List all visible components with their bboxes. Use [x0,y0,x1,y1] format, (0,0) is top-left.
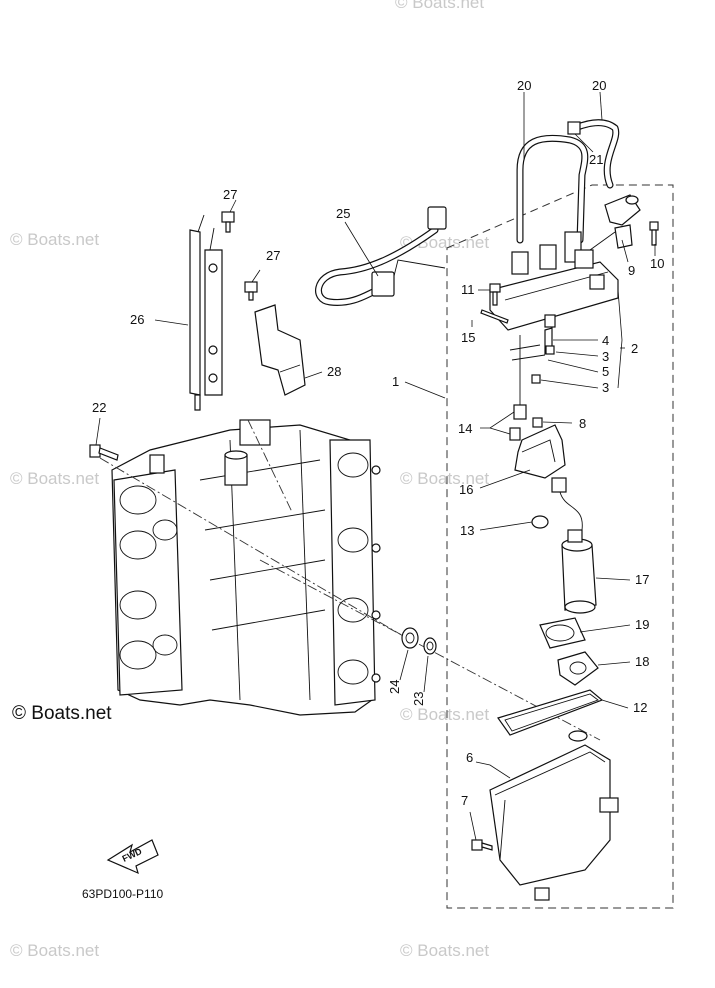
callout-6: 6 [466,750,473,765]
screw-8 [532,417,543,428]
callout-10: 10 [650,256,664,271]
fuel-hoses [516,119,620,244]
watermark-left-middle: © Boats.net [10,469,99,488]
callout-3: 3 [602,380,609,395]
leader-lines [95,91,656,841]
bolt-27-upper [221,211,235,233]
grommet-13 [531,515,549,529]
callout-28: 28 [327,364,341,379]
callout-20: 20 [592,78,606,93]
cylinder-block [111,419,381,716]
grommet-24 [401,627,419,649]
callout-19: 19 [635,617,649,632]
assembly-boundary [446,184,674,909]
bolt-27-lower [244,281,258,301]
pressure-regulator [589,194,641,251]
callout-23: 23 [411,692,426,706]
callout-21: 21 [589,152,603,167]
callout-22: 22 [92,400,106,415]
callout-15: 15 [461,330,475,345]
watermark-left-upper: © Boats.net [10,230,99,249]
callout-5: 5 [602,364,609,379]
watermark-right-lower: © Boats.net [400,705,489,724]
callout-17: 17 [635,572,649,587]
callout-11: 11 [461,282,475,297]
joint-21 [567,121,581,135]
sensor-harness [315,206,447,306]
gasket-12 [497,689,604,736]
filter-19 [539,617,586,649]
screw-3-upper [545,345,555,355]
watermark-right-bottom: © Boats.net [400,941,489,960]
separator-cover [489,231,619,331]
watermark-main: © Boats.net [12,703,112,724]
watermark-right-middle: © Boats.net [400,469,489,488]
screw-11 [489,283,501,306]
needle-valve-5 [509,344,546,361]
callout-1: 1 [392,374,399,389]
callout-14: 14 [458,421,472,436]
callout-3: 3 [602,349,609,364]
alignment-line-bolt [99,457,411,641]
watermark-left-bottom: © Boats.net [10,941,99,960]
screw-10 [649,221,659,246]
bracket-28 [254,304,306,396]
callout-26: 26 [130,312,144,327]
callout-7: 7 [461,793,468,808]
holder-18 [557,651,599,686]
screw-3-lower [531,374,541,384]
fuel-pump-17 [551,477,597,614]
drawing-code: 63PD100-P110 [82,887,163,901]
callout-labels: 20 20 21 9 10 27 27 25 11 15 4 2 3 5 3 2… [92,78,664,808]
callout-27: 27 [266,248,280,263]
callout-25: 25 [336,206,350,221]
fuel-rail [189,214,223,411]
fwd-arrow-icon: FWD [106,839,159,875]
collar-23 [423,637,437,655]
callout-20: 20 [517,78,531,93]
callout-18: 18 [635,654,649,669]
callout-4: 4 [602,333,609,348]
callout-9: 9 [628,263,635,278]
watermark-group: © Boats.net © Boats.net © Boats.net © Bo… [10,0,489,960]
bolt-22 [89,444,119,461]
alignment-line-rail [247,419,293,513]
callout-2: 2 [631,341,638,356]
callout-12: 12 [633,700,647,715]
screw-7 [471,839,493,851]
callout-27: 27 [223,187,237,202]
callout-13: 13 [460,523,474,538]
callout-24: 24 [387,680,402,694]
float-chamber-6 [489,730,619,901]
watermark-top: © Boats.net [395,0,484,12]
float-16 [514,424,566,479]
callout-8: 8 [579,416,586,431]
pin-15 [480,309,509,324]
callout-16: 16 [459,482,473,497]
bush-14 [509,404,527,441]
